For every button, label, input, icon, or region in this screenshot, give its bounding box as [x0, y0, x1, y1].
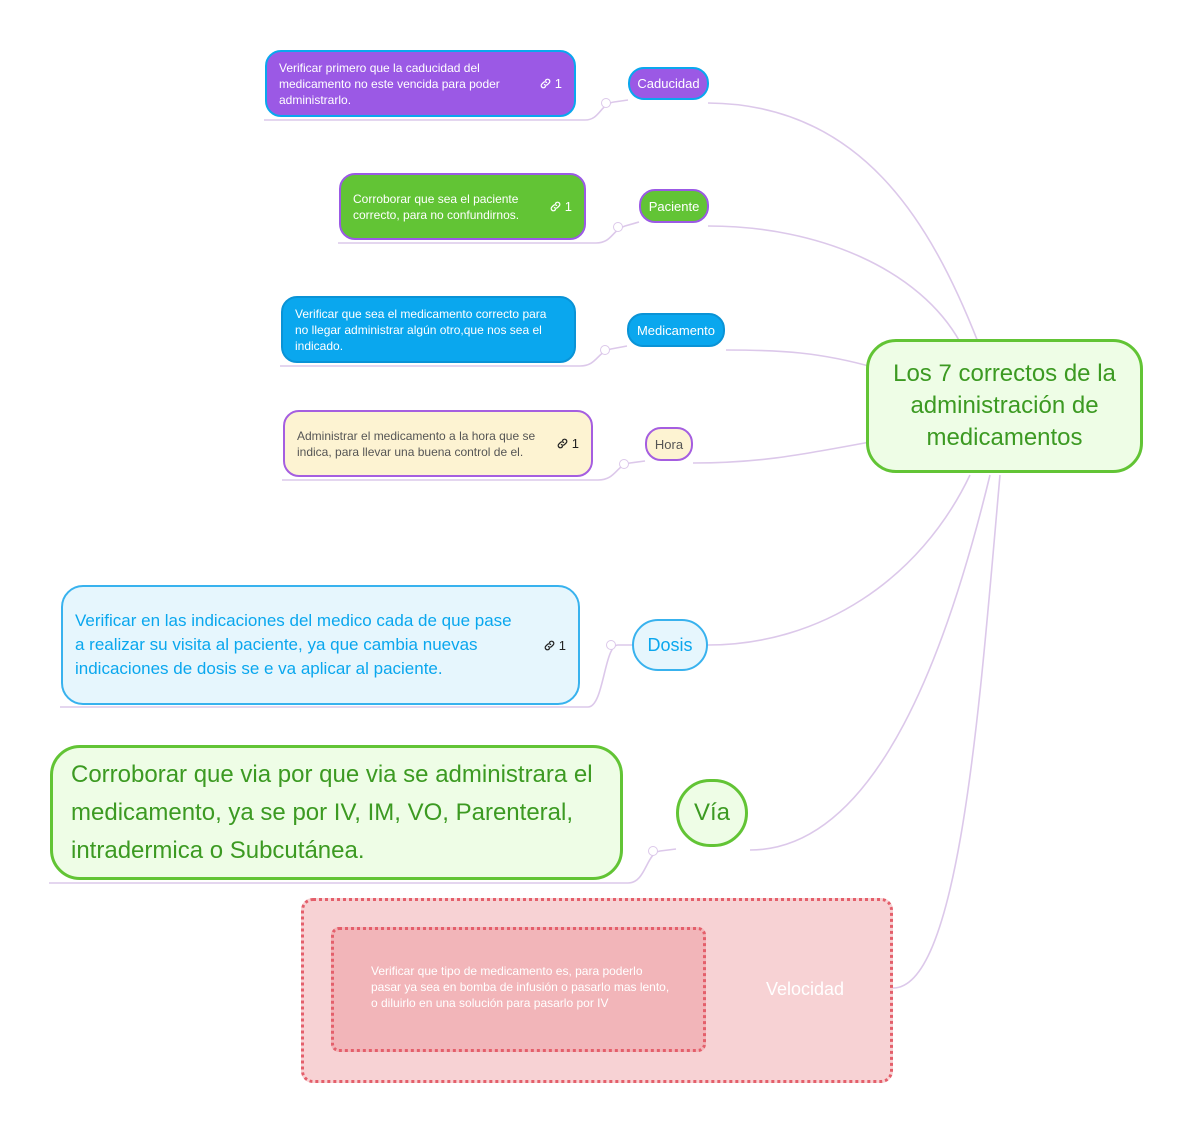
connector-dot: [606, 640, 616, 650]
connector-caducidad: [707, 102, 979, 343]
connector-dosis: [707, 474, 971, 646]
connector-dot: [619, 459, 629, 469]
note-text: Verificar en las indicaciones del medico…: [75, 611, 512, 678]
note-text: Verificar que tipo de medicamento es, pa…: [371, 963, 670, 1010]
branch-paciente[interactable]: Paciente: [639, 189, 709, 223]
branch-label: Vía: [693, 799, 731, 826]
connector-medicamento: [725, 349, 877, 369]
link-hora: [282, 460, 646, 481]
link-icon: [544, 640, 555, 650]
note-text: Verificar primero que la caducidad del m…: [279, 60, 500, 107]
central-topic-label: Los 7 correctos de la administración de …: [893, 360, 1116, 451]
branch-label: Dosis: [647, 634, 693, 655]
note-text: Corroborar que via por que via se admini…: [71, 760, 593, 864]
link-count: 1: [571, 436, 579, 451]
connector-dot: [601, 98, 611, 108]
link-paciente: [338, 221, 640, 244]
link-via: [49, 848, 677, 884]
link-badge[interactable]: 1: [556, 436, 579, 451]
note-paciente[interactable]: Corroborar que sea el paciente correcto,…: [339, 173, 586, 240]
note-dosis[interactable]: Verificar en las indicaciones del medico…: [61, 585, 580, 705]
branch-label: Velocidad: [766, 978, 845, 999]
branch-label: Paciente: [648, 198, 700, 214]
link-icon: [550, 201, 561, 212]
branch-label: Hora: [654, 436, 684, 452]
central-topic[interactable]: Los 7 correctos de la administración de …: [866, 339, 1143, 473]
note-velocidad[interactable]: Verificar que tipo de medicamento es, pa…: [331, 927, 706, 1052]
link-icon: [540, 78, 551, 89]
link-medicamento: [280, 345, 628, 367]
link-badge[interactable]: 1: [549, 199, 572, 214]
branch-label: Caducidad: [637, 76, 700, 91]
branch-velocidad[interactable]: Velocidad: [762, 972, 862, 1006]
note-hora[interactable]: Administrar el medicamento a la hora que…: [283, 410, 593, 477]
link-badge[interactable]: 1: [543, 638, 566, 653]
connector-via: [749, 474, 991, 851]
link-icon: [557, 438, 568, 449]
branch-hora[interactable]: Hora: [645, 427, 693, 461]
link-caducidad: [264, 99, 629, 121]
note-caducidad[interactable]: Verificar primero que la caducidad del m…: [265, 50, 576, 117]
branch-via[interactable]: Vía: [676, 779, 748, 847]
connector-paciente: [707, 225, 961, 343]
connector-hora: [692, 441, 871, 464]
note-medicamento[interactable]: Verificar que sea el medicamento correct…: [281, 296, 576, 363]
note-text: Verificar que sea el medicamento correct…: [295, 306, 547, 353]
branch-caducidad[interactable]: Caducidad: [628, 67, 709, 100]
branch-dosis[interactable]: Dosis: [632, 619, 708, 671]
note-text: Administrar el medicamento a la hora que…: [297, 428, 536, 459]
note-via[interactable]: Corroborar que via por que via se admini…: [50, 745, 623, 880]
branch-label: Medicamento: [636, 322, 716, 338]
link-badge[interactable]: 1: [539, 76, 562, 91]
connector-velocidad: [892, 474, 1001, 989]
note-text: Corroborar que sea el paciente correcto,…: [353, 191, 520, 222]
connector-dot: [600, 345, 610, 355]
link-count: 1: [554, 76, 562, 91]
connector-dot: [648, 846, 658, 856]
branch-medicamento[interactable]: Medicamento: [627, 313, 725, 347]
link-count: 1: [558, 637, 566, 653]
connector-dot: [613, 222, 623, 232]
link-dosis: [60, 644, 633, 708]
link-count: 1: [564, 199, 572, 214]
